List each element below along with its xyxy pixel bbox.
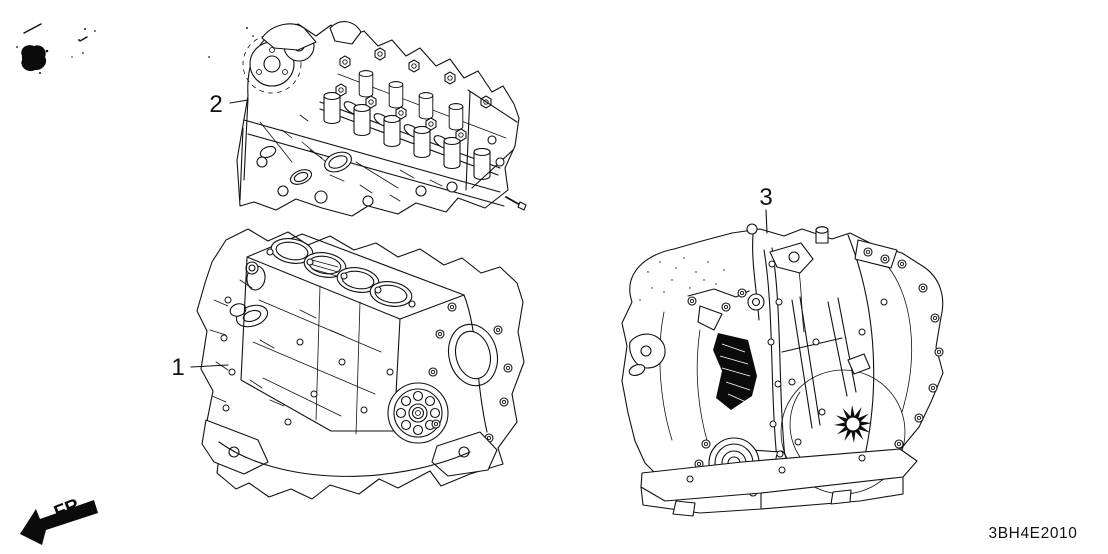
callout-2-label[interactable]: 2	[209, 91, 222, 118]
scan-ink-blot	[16, 23, 88, 74]
diagram-code: 3BH4E2010	[989, 525, 1078, 542]
transmission-drawing	[621, 223, 944, 517]
differential-fins	[833, 404, 873, 444]
fr-arrow-icon	[20, 500, 98, 545]
callout-1-label[interactable]: 1	[171, 354, 184, 381]
callout-3-leader	[765, 209, 768, 234]
callout-2[interactable]: 2	[209, 91, 249, 118]
callout-2-leader	[229, 99, 249, 104]
callout-1[interactable]: 1	[171, 354, 229, 381]
engine-block-drawing	[196, 228, 525, 500]
fr-direction-indicator: FR.	[20, 493, 98, 545]
callout-1-leader	[190, 364, 229, 368]
callout-3-label[interactable]: 3	[759, 184, 772, 211]
callout-3[interactable]: 3	[759, 184, 773, 234]
fr-label: FR.	[51, 493, 87, 524]
cylinder-head-drawing	[236, 21, 527, 217]
casting-stipple	[639, 257, 725, 301]
